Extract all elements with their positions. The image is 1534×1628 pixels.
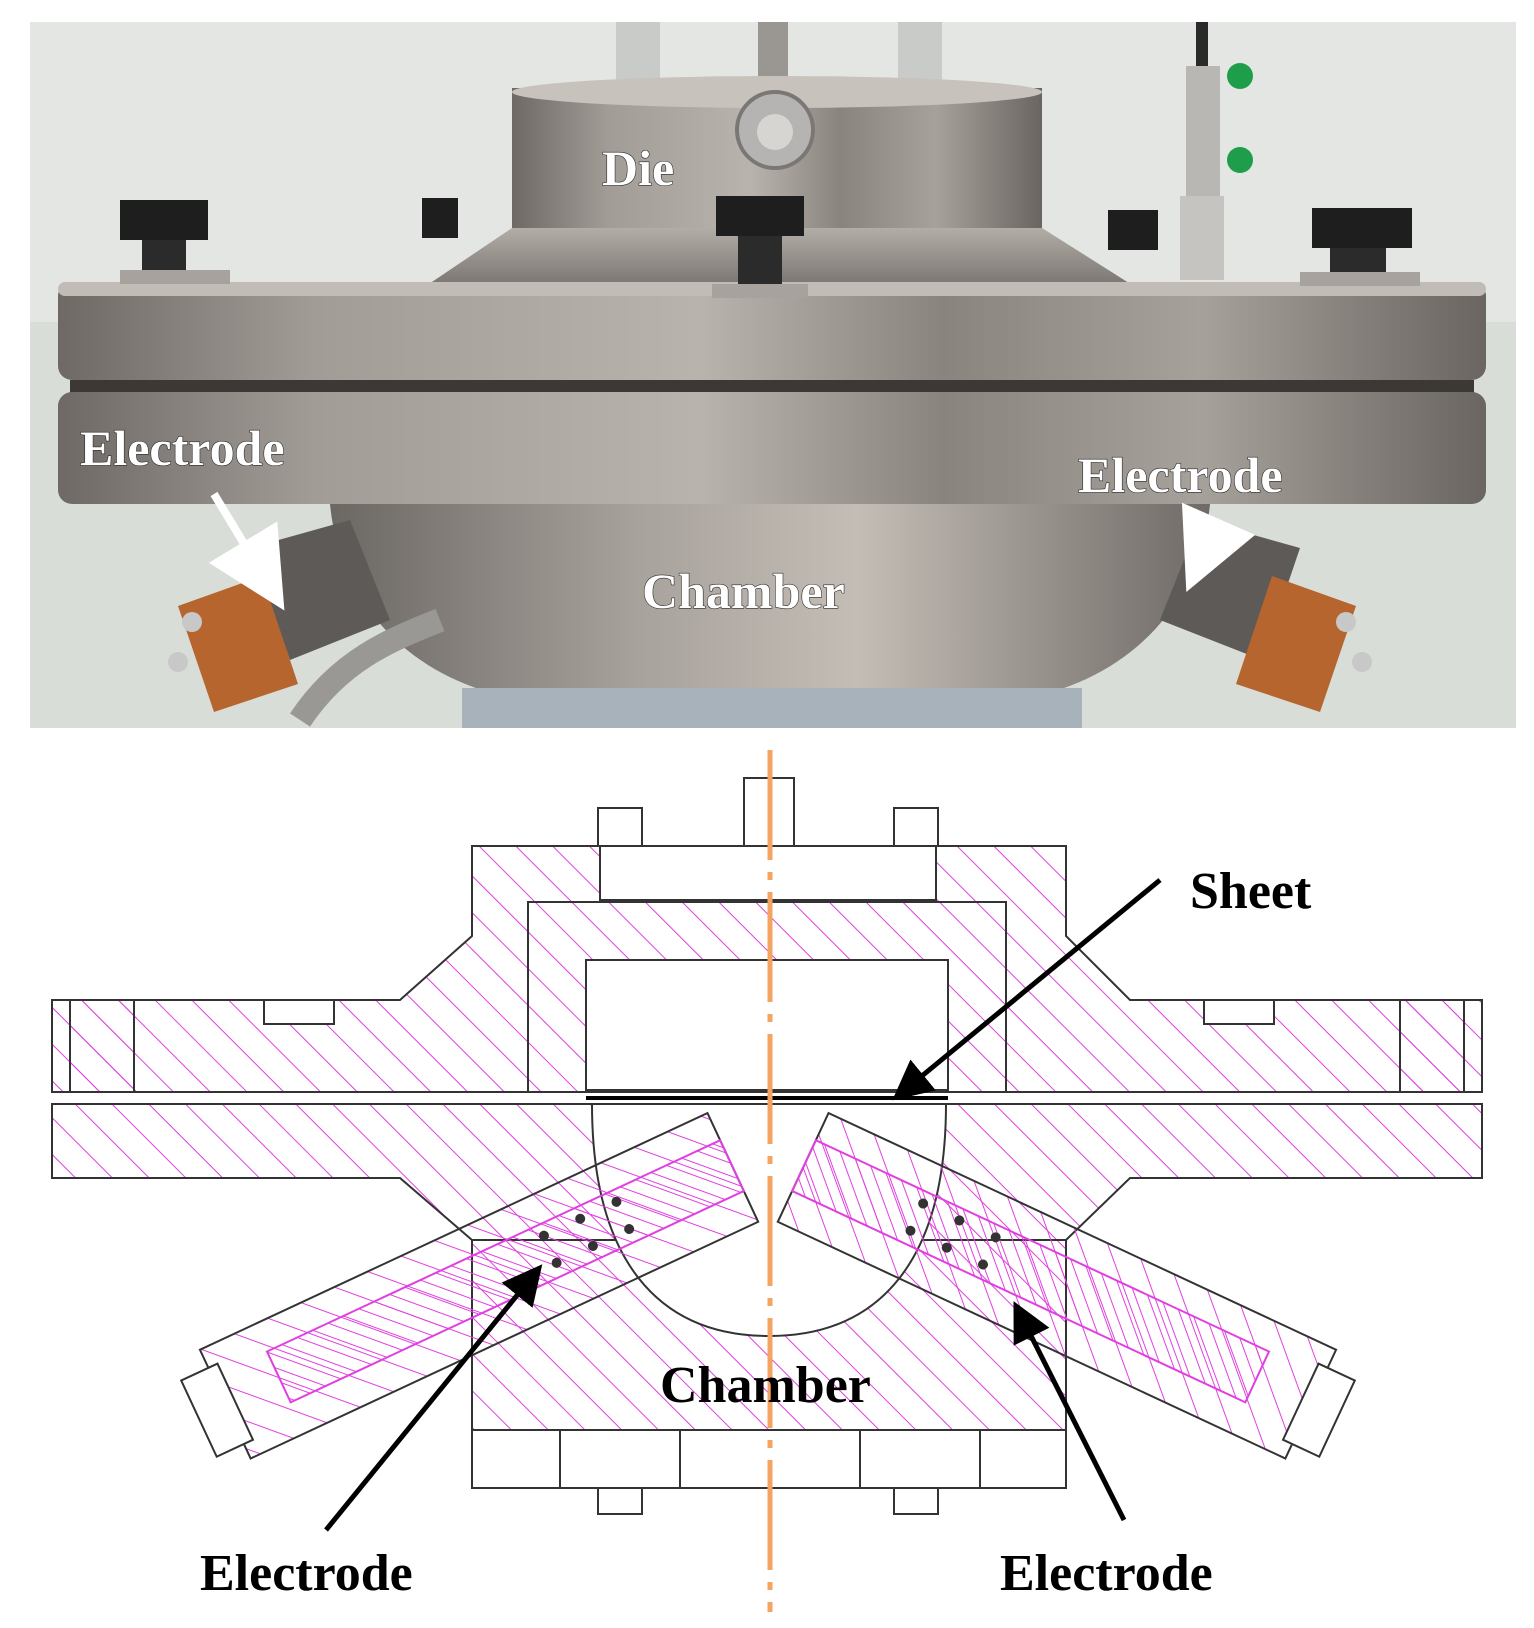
photo-label-chamber: Chamber	[642, 563, 845, 619]
photo-label-die: Die	[602, 140, 674, 196]
section-diagram	[51, 750, 1483, 1612]
arrow-electrode-left	[324, 1264, 543, 1532]
die-cavity	[585, 959, 949, 1091]
electrode-right-section	[776, 1111, 1357, 1460]
plate-gap	[70, 380, 1474, 394]
arrow-sheet	[892, 878, 1162, 1101]
diagram-label-electrode-right: Electrode	[1000, 1545, 1213, 1602]
fluid-fitting	[1180, 22, 1253, 280]
electrode-left-assembly	[168, 520, 390, 712]
photo-arrow-electrode-left	[208, 491, 285, 611]
diagram-bolts	[69, 777, 1465, 1515]
lifting-eye-hole	[757, 114, 793, 150]
photo-arrow-electrode-right	[1181, 502, 1256, 592]
bolts	[120, 196, 1420, 298]
arrow-electrode-right	[1013, 1301, 1127, 1522]
diagram-label-electrode-left: Electrode	[200, 1545, 413, 1602]
chamber-base	[462, 688, 1082, 728]
flex-hose	[290, 608, 445, 727]
diagram-label-chamber: Chamber	[660, 1357, 871, 1414]
photo-label-electrode-left: Electrode	[80, 420, 285, 476]
diagram-label-sheet: Sheet	[1190, 863, 1312, 920]
photo-label-electrode-right: Electrode	[1078, 447, 1283, 503]
bottom-plate	[58, 392, 1486, 504]
photo-panel: Die Electrode Electrode Chamber	[30, 22, 1516, 728]
die-insert	[527, 901, 1007, 1093]
top-plate	[58, 282, 1486, 380]
chamber-body	[330, 504, 1210, 702]
